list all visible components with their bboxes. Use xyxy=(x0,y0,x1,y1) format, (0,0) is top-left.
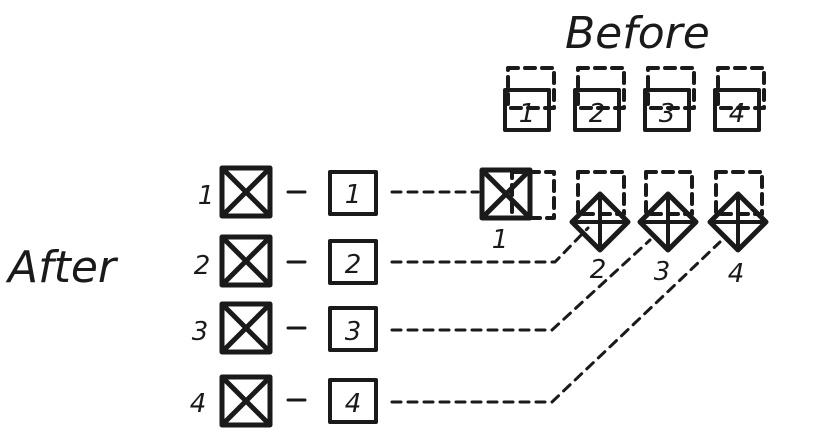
middle-crossed-box-label: 1 xyxy=(492,225,509,255)
before-box-label: 4 xyxy=(729,99,746,129)
connector-row-2 xyxy=(390,226,590,264)
connector-lines xyxy=(390,190,722,404)
after-row-label: 3 xyxy=(192,317,209,347)
connector-row-3 xyxy=(390,238,652,332)
before-box-label: 2 xyxy=(589,99,606,129)
after-crossed-box xyxy=(219,374,273,428)
after-crossed-box xyxy=(219,301,273,355)
middle-diamond-label: 4 xyxy=(728,259,745,289)
middle-dashed-outline xyxy=(510,170,556,220)
after-number-box xyxy=(328,306,378,352)
after-box-label: 2 xyxy=(345,250,362,280)
middle-diamond-label: 2 xyxy=(590,255,607,285)
after-row-label: 1 xyxy=(198,181,215,211)
after-number-box xyxy=(328,378,378,424)
after-box-label: 3 xyxy=(345,317,362,347)
after-row-2: 2 2 xyxy=(194,234,378,288)
after-number-box xyxy=(328,239,378,285)
before-box-2 xyxy=(573,88,621,132)
before-boxes: 1 2 3 4 xyxy=(503,88,761,132)
after-number-box xyxy=(328,170,378,216)
middle-diamond-3 xyxy=(637,191,699,253)
before-box-1 xyxy=(503,88,551,132)
after-box-label: 1 xyxy=(345,180,362,210)
middle-diamond-label: 3 xyxy=(654,257,671,287)
middle-dashed-outlines xyxy=(510,170,764,220)
middle-diamond-4 xyxy=(707,191,769,253)
middle-crossed-box xyxy=(479,167,533,221)
before-box-label: 3 xyxy=(659,99,676,129)
after-crossed-box xyxy=(219,234,273,288)
after-crossed-box xyxy=(219,165,273,219)
connector-row-4 xyxy=(390,240,722,404)
middle-diamond-2 xyxy=(569,191,631,253)
after-box-label: 4 xyxy=(345,389,362,419)
after-row-3: 3 3 xyxy=(192,301,378,355)
before-box-4 xyxy=(713,88,761,132)
after-row-4: 4 4 xyxy=(190,374,378,428)
before-box-3 xyxy=(643,88,691,132)
before-title: Before xyxy=(565,8,710,59)
after-row-1: 1 1 xyxy=(198,165,378,219)
after-row-label: 4 xyxy=(190,389,207,419)
after-title: After xyxy=(5,242,119,293)
after-row-label: 2 xyxy=(194,251,211,281)
before-box-label: 1 xyxy=(519,99,536,129)
